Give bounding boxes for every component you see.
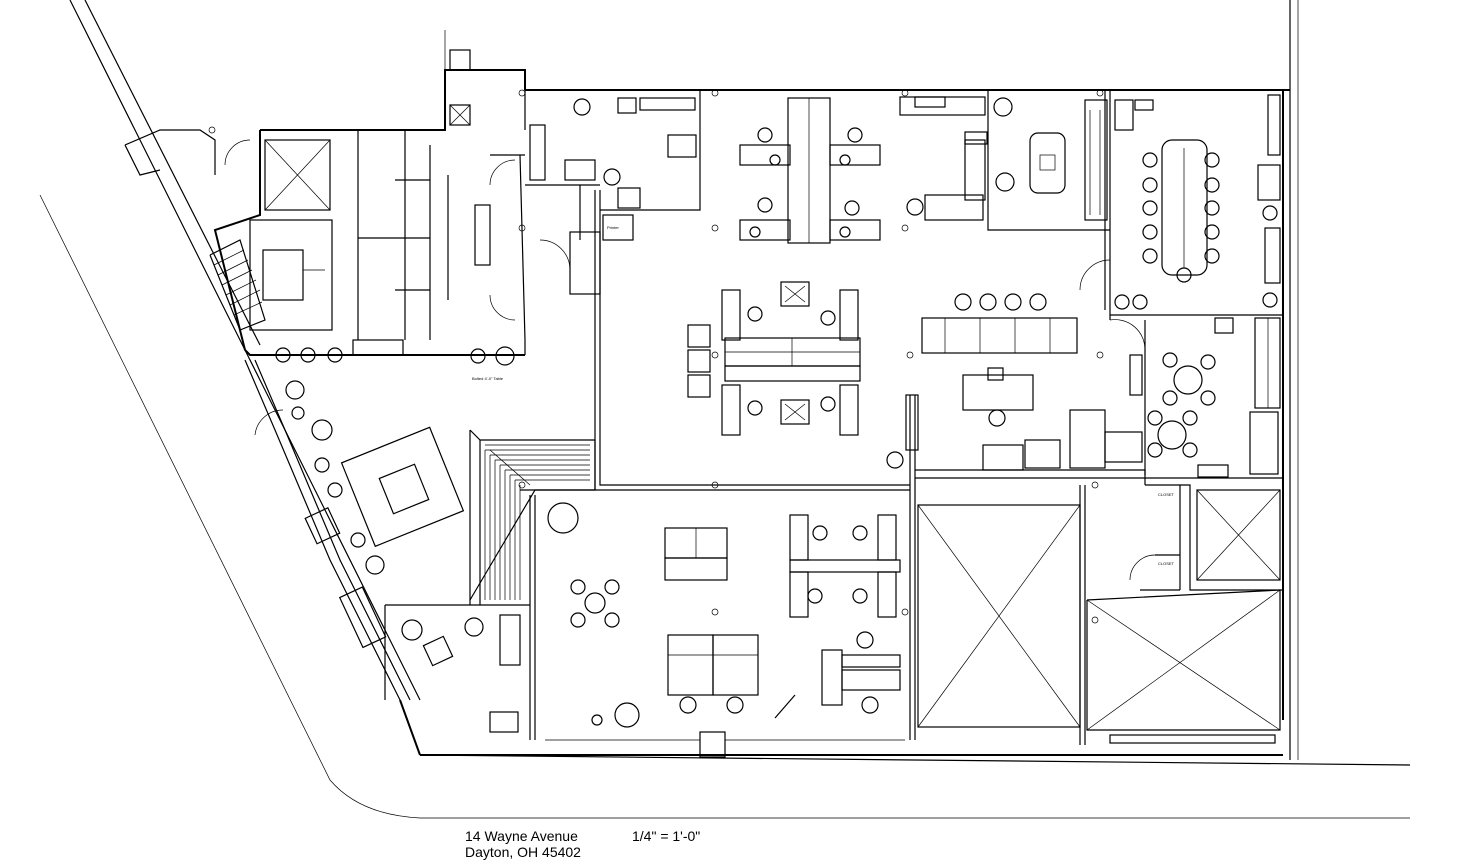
columns — [208, 89, 1104, 624]
break-room — [1147, 317, 1281, 478]
printer-label: Printer — [607, 225, 619, 230]
table-note-label: Bolted 4'-0" Table — [472, 376, 504, 381]
entry-stair — [209, 239, 266, 331]
closet-2-label: CLOSET — [1158, 561, 1175, 566]
open-shafts — [917, 489, 1281, 731]
address-line-2: Dayton, OH 45402 — [465, 844, 581, 860]
exterior-walls — [124, 69, 1290, 756]
large-conference — [1114, 94, 1281, 310]
core-area — [224, 30, 526, 356]
nw-office — [529, 97, 697, 209]
central-stair — [384, 429, 596, 733]
title-block: 14 Wayne Avenue Dayton, OH 45402 1/4" = … — [465, 828, 825, 862]
scale-note: 1/4" = 1'-0" — [632, 828, 701, 844]
central-pod — [687, 281, 861, 436]
west-lounge — [275, 346, 515, 667]
closet-1-label: CLOSET — [1158, 492, 1175, 497]
lounge-seating — [886, 293, 1143, 471]
workstations-north — [739, 97, 881, 244]
small-conference — [993, 97, 1108, 221]
south-windows — [545, 731, 1276, 758]
reception — [899, 96, 988, 221]
address-line-1: 14 Wayne Avenue — [465, 828, 578, 844]
diagonal-entry — [244, 359, 411, 701]
plan-labels: Printer Bolted 4'-0" Table CLOSET CLOSET — [472, 225, 1175, 566]
south-open-office — [547, 502, 901, 728]
